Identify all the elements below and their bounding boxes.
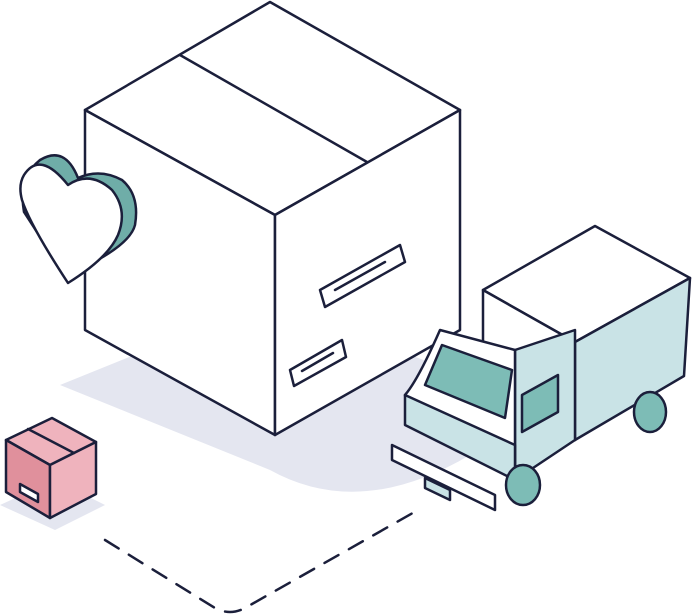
truck-wheel-rear bbox=[632, 390, 668, 434]
truck-wheel-front bbox=[504, 463, 542, 507]
large-box-label-2-line bbox=[300, 351, 335, 373]
heart-icon bbox=[19, 154, 138, 285]
truck-side-window bbox=[520, 373, 560, 434]
small-box-label bbox=[18, 482, 40, 504]
large-box-label-1-line bbox=[333, 260, 387, 292]
small-box-right bbox=[48, 440, 98, 520]
truck-bumper bbox=[390, 443, 497, 512]
large-box-icon bbox=[83, 0, 462, 437]
large-box-tape bbox=[178, 53, 369, 164]
heart-front bbox=[19, 163, 124, 285]
small-box-tape bbox=[26, 427, 76, 455]
truck-windshield bbox=[423, 343, 514, 420]
truck-icon bbox=[390, 224, 692, 512]
truck-grille bbox=[423, 476, 452, 502]
small-box-icon bbox=[4, 416, 98, 520]
dashed-route bbox=[103, 508, 420, 614]
